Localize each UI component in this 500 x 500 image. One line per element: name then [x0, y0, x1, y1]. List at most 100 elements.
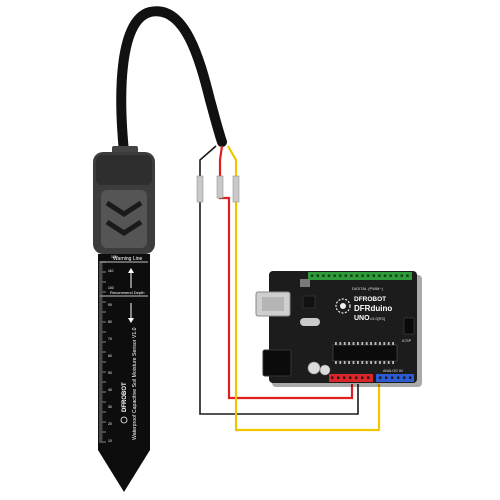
chip-pin	[383, 361, 386, 364]
chip-pin	[379, 361, 381, 364]
bottom-header-pins	[331, 376, 412, 379]
chip-pin	[379, 342, 381, 345]
chip-pin	[335, 361, 337, 364]
ruler-label: 80	[108, 320, 112, 324]
wire-ferrule-vcc	[216, 175, 224, 199]
header-pin	[373, 376, 376, 379]
header-pin	[395, 274, 398, 277]
chevron-down-icon	[105, 219, 143, 236]
chip-pin	[352, 342, 355, 345]
ruler-label: 70	[108, 337, 112, 341]
header-pin	[337, 376, 340, 379]
header-pin	[343, 376, 346, 379]
chip-pin	[348, 342, 350, 345]
wire-ferrule-signal	[232, 175, 240, 203]
ruler-top-label: 120	[111, 255, 117, 259]
board-model-line1: DFRduino	[354, 304, 392, 313]
chip-pin	[387, 342, 390, 345]
board-model-line2: UNO	[354, 315, 370, 322]
header-pin	[367, 376, 370, 379]
chip-pin	[335, 342, 337, 345]
chip-pin	[352, 361, 355, 364]
chip-pin	[383, 342, 386, 345]
header-pin	[389, 274, 392, 277]
soil-moisture-sensor: Warning Line 120 Recommend Depth 1101009…	[93, 146, 155, 492]
sensor-blade	[98, 254, 150, 492]
sensor-brand: DFROBOT	[122, 382, 128, 412]
crystal-oscillator	[300, 318, 320, 326]
capacitor	[307, 361, 321, 375]
atmega-chip	[332, 344, 398, 362]
digital-header-label: DIGITAL (PWM~)	[352, 286, 384, 291]
digital-header-pins	[311, 274, 409, 277]
header-pin	[400, 274, 403, 277]
atmega-chip-pins	[335, 342, 394, 364]
header-pin	[339, 274, 342, 277]
ruler-label: 60	[108, 354, 112, 358]
header-pin	[383, 274, 387, 277]
header-pin	[316, 274, 319, 277]
chip-pin	[361, 361, 364, 364]
arrow-down-icon	[128, 318, 134, 323]
ruler-label: 90	[108, 303, 112, 307]
chip-pin	[392, 361, 394, 364]
ruler-label: 100	[108, 286, 114, 290]
chip-pin	[374, 342, 377, 345]
header-pin	[372, 274, 375, 277]
chip-pin	[339, 342, 342, 345]
sensor-head-upper	[96, 155, 152, 185]
sensor-product-name: Waterproof Capacitive Soil Moisture Sens…	[132, 327, 138, 440]
warning-line-label: Warning Line	[113, 256, 142, 262]
header-pin	[361, 376, 364, 379]
dfrobot-logo-icon	[335, 298, 351, 314]
header-pin	[331, 376, 334, 379]
board-version: v3.0[R3]	[370, 316, 385, 321]
ruler-ticks	[99, 261, 106, 443]
header-pin	[391, 376, 394, 379]
digital-header	[308, 272, 412, 280]
ruler-label: 20	[108, 422, 112, 426]
sensor-logo-icon	[120, 416, 128, 424]
header-pin	[361, 274, 364, 277]
header-pin	[355, 376, 358, 379]
chip-pin	[370, 342, 372, 345]
arrow-up-icon	[128, 268, 134, 273]
board-brand: DFROBOT	[354, 296, 386, 303]
wire-signal	[227, 145, 381, 432]
wire-gnd	[199, 145, 359, 415]
chip-pin	[370, 361, 372, 364]
wire-ferrule-gnd	[196, 175, 204, 203]
chip-pin	[365, 342, 368, 345]
recommend-depth-label: Recommend Depth	[110, 290, 144, 295]
chip-pin	[365, 361, 368, 364]
usb-port-inner	[262, 297, 284, 311]
chip-pin	[343, 342, 346, 345]
header-pin	[349, 376, 352, 379]
wire-vcc	[218, 145, 354, 400]
chevron-down-icon	[105, 200, 143, 217]
power-jack	[262, 349, 292, 377]
sensor-cable	[116, 6, 227, 157]
chip-pin	[392, 342, 394, 345]
header-pin	[379, 376, 382, 379]
header-pin	[355, 274, 359, 277]
chip-pin	[357, 361, 359, 364]
chip-pin	[343, 361, 346, 364]
header-pin	[350, 274, 353, 277]
usb-chip	[302, 295, 316, 309]
chip-pin	[387, 361, 390, 364]
header-pin	[311, 274, 314, 277]
header-pin	[403, 376, 406, 379]
analog-header-label: ANALOG IN	[383, 369, 403, 373]
header-pin	[385, 376, 388, 379]
ruler-label: 50	[108, 371, 112, 375]
ruler-label: 30	[108, 405, 112, 409]
icsp-label: ICSP	[402, 338, 412, 343]
chip-pin	[357, 342, 359, 345]
header-pin	[344, 274, 347, 277]
header-pin	[333, 274, 336, 277]
capacitor	[319, 364, 331, 376]
header-pin	[367, 274, 370, 277]
